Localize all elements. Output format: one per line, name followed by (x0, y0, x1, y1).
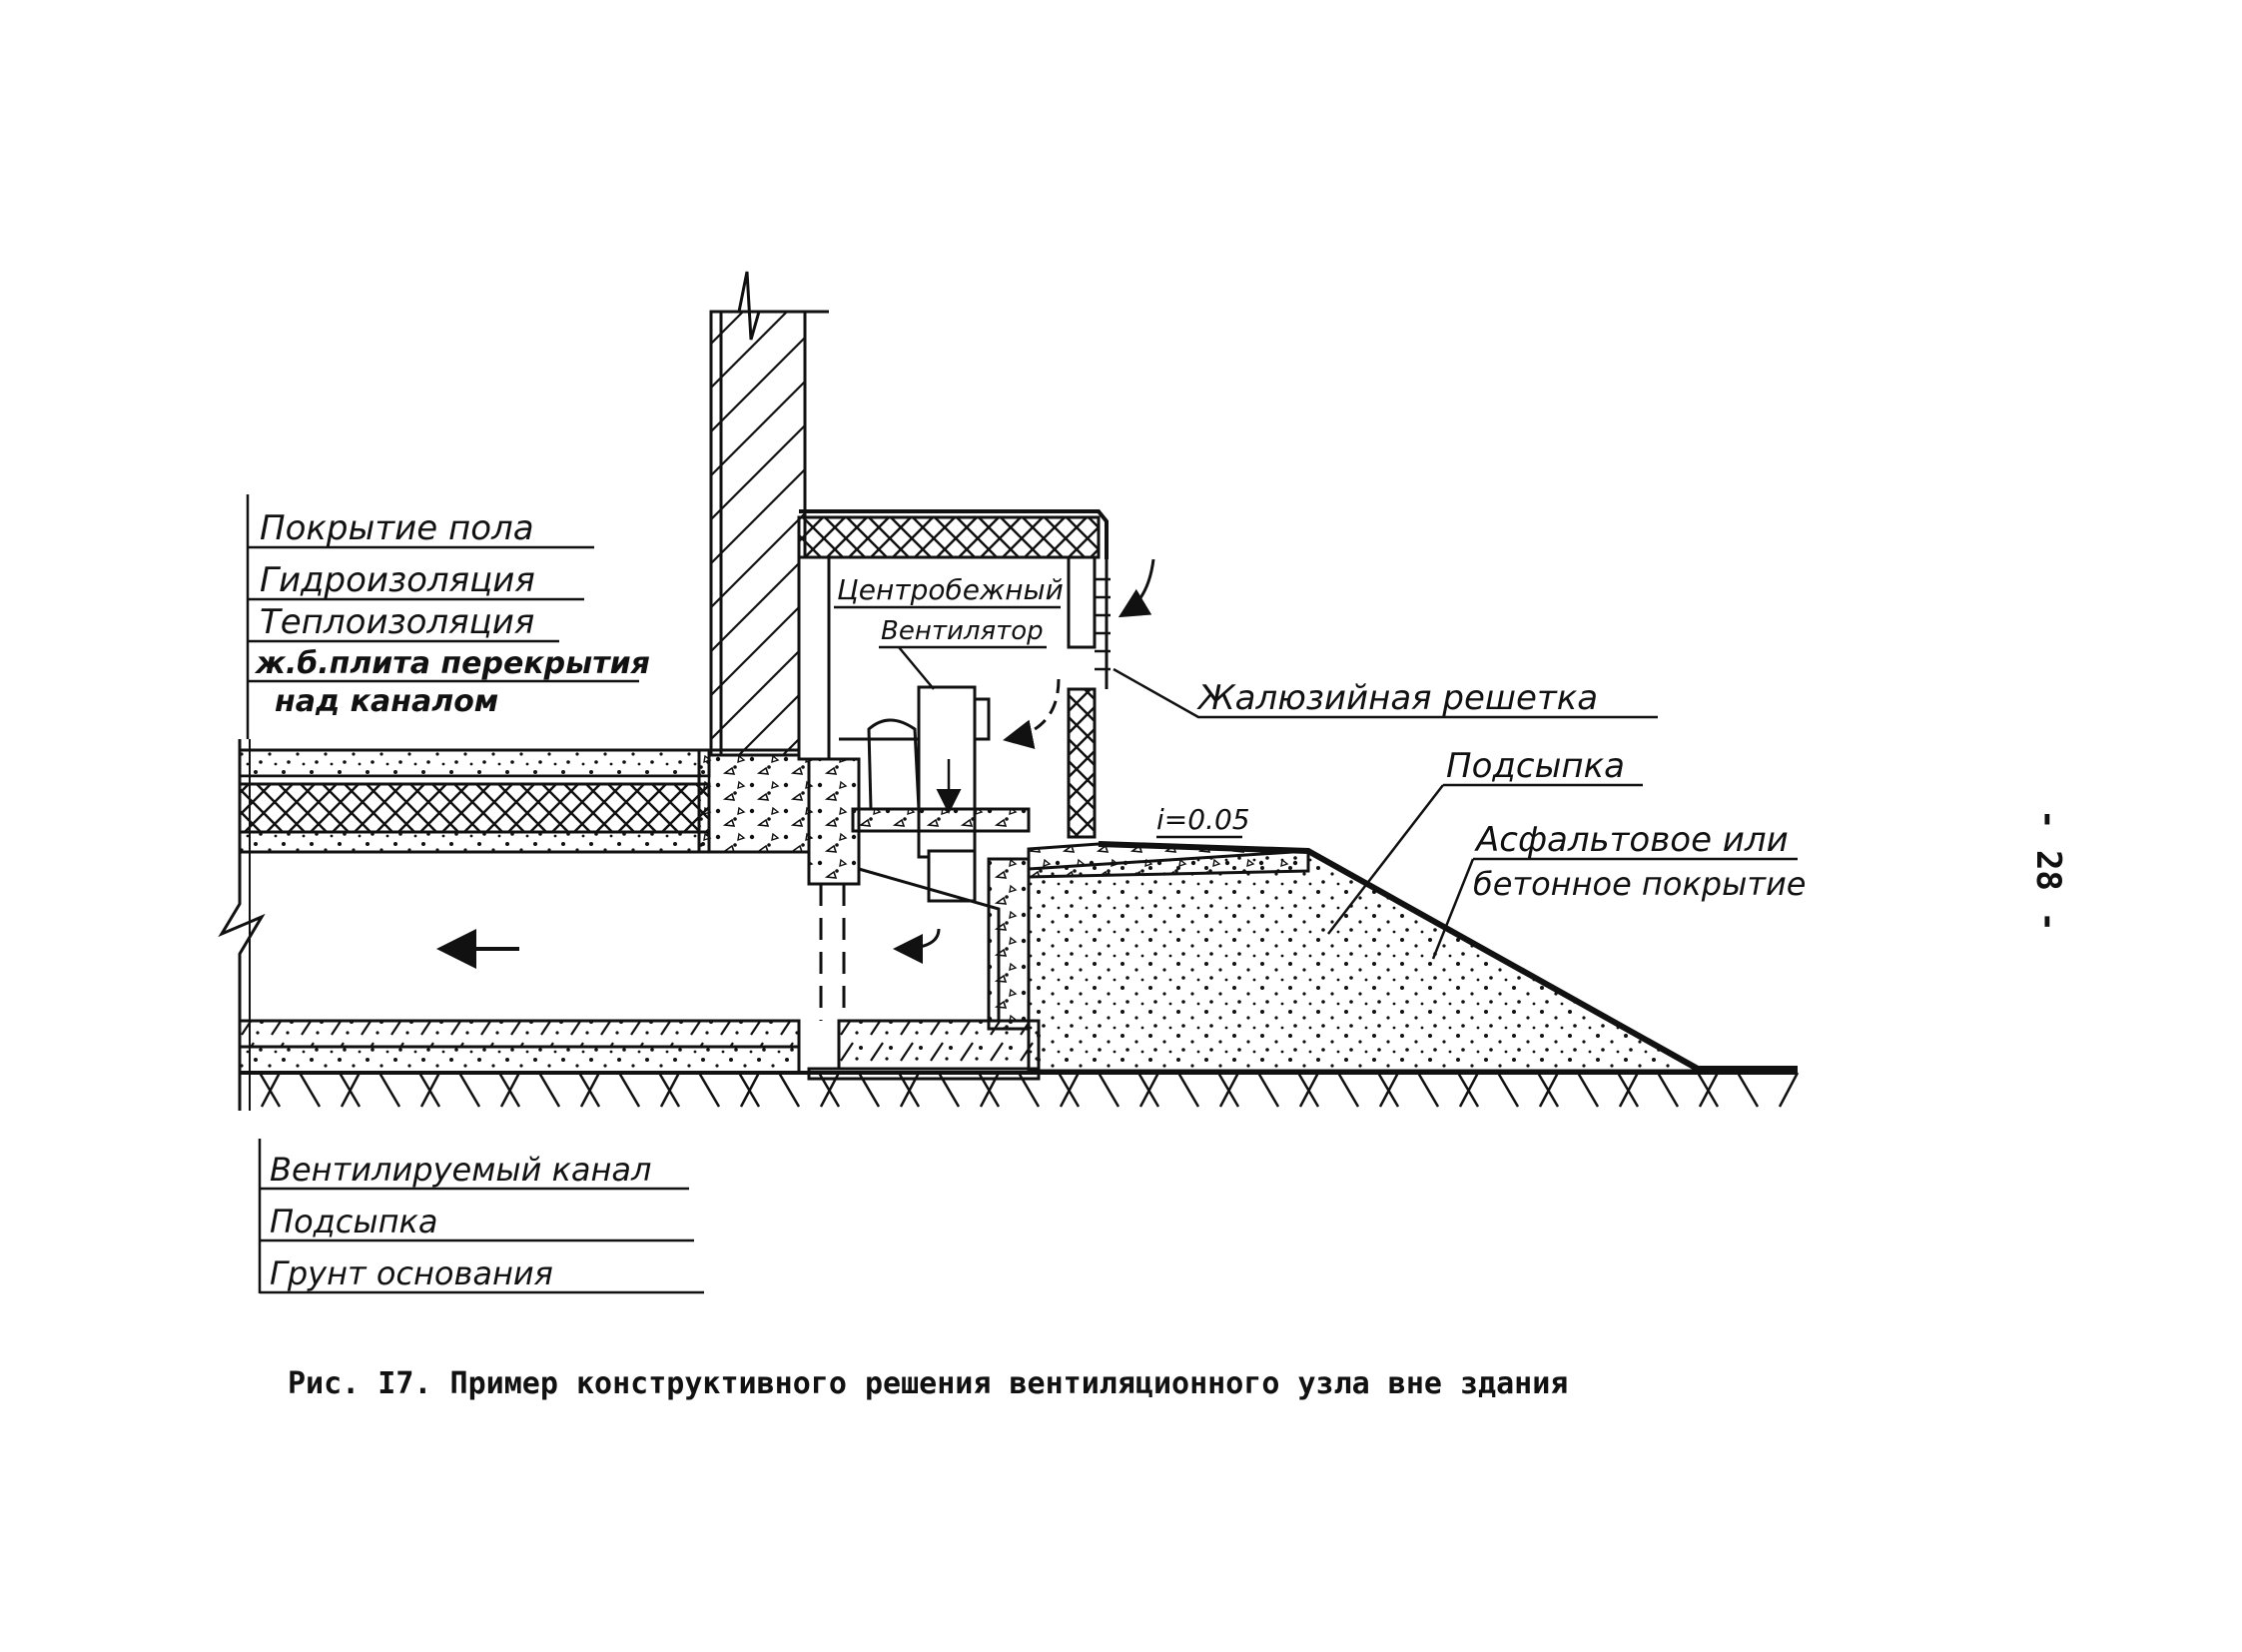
label-fan-line2: Вентилятор (881, 616, 1044, 646)
label-vent-channel: Вентилируемый канал (270, 1151, 651, 1189)
fan-housing (797, 509, 1109, 839)
leader-fan (834, 605, 1061, 690)
centrifugal-fan (839, 685, 1031, 903)
label-fan-line1: Центробежный (837, 573, 1064, 606)
leader-asphalt (1431, 857, 1798, 960)
channel-bottom-layers (238, 1019, 801, 1075)
base-soil (240, 1071, 1800, 1108)
figure-caption: Рис. I7. Пример конструктивного решения … (288, 1366, 1568, 1401)
label-floor-covering: Покрытие пола (260, 508, 534, 548)
break-line (218, 739, 266, 1111)
label-slab-line2: над каналом (275, 684, 498, 719)
leader-louver (1113, 667, 1658, 719)
label-waterproofing: Гидроизоляция (260, 560, 535, 600)
label-thermal-insulation: Теплоизоляция (260, 602, 534, 642)
page-number: - 28 - (2028, 809, 2068, 932)
louver-grille (1095, 559, 1111, 689)
brick-wall (709, 271, 829, 757)
label-base-soil: Грунт основания (270, 1254, 553, 1292)
label-backfill-bottom: Подсыпка (270, 1203, 437, 1240)
label-slope: i=0.05 (1156, 803, 1250, 836)
backfill-mound (1027, 842, 1704, 1073)
label-slab-line1: ж.б.плита перекрытия (254, 646, 650, 681)
intake-arrow-upper (1118, 558, 1155, 618)
asphalt-surface (1098, 841, 1798, 1072)
label-asphalt-line1: Асфальтовое или (1474, 820, 1789, 860)
label-backfill-top: Подсыпка (1446, 746, 1625, 786)
label-louver: Жалюзийная решетка (1196, 678, 1598, 718)
leader-bottom-left (258, 1139, 704, 1294)
leader-top-left (246, 494, 639, 739)
vertical-shaft (807, 857, 1041, 1081)
label-asphalt-line2: бетонное покрытие (1473, 865, 1806, 903)
leader-backfill-top (1327, 783, 1643, 935)
floor-slab-layers (238, 748, 861, 886)
fan-flow-arrow (1003, 678, 1061, 749)
